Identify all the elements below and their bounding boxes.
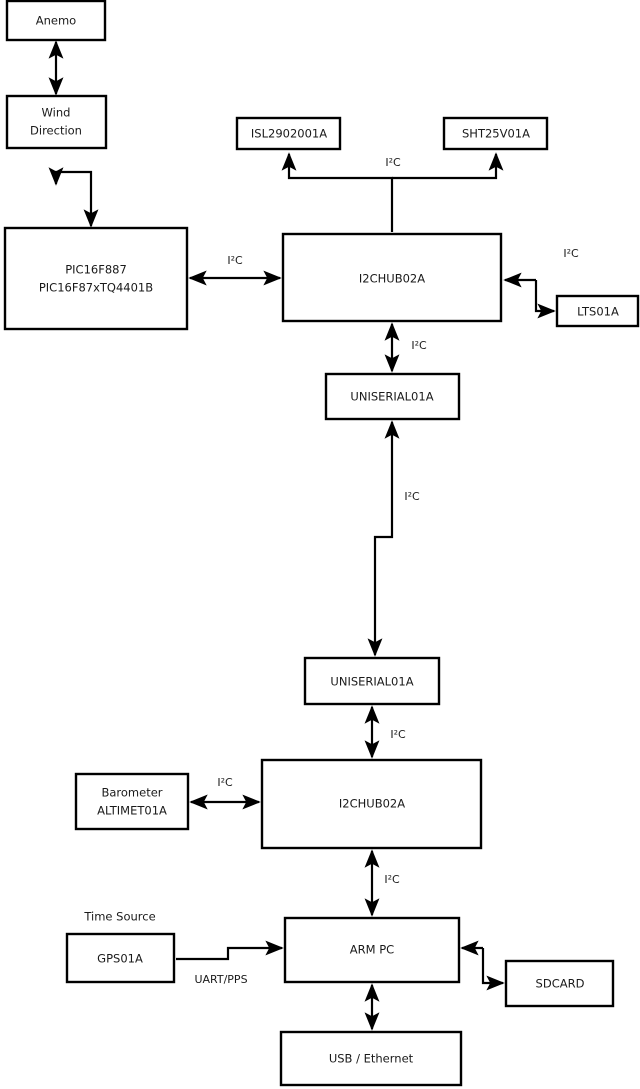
node-box[interactable] bbox=[555, 294, 640, 328]
node-box[interactable] bbox=[3, 226, 189, 331]
node-label-wind-direction-line2: Direction bbox=[30, 124, 82, 138]
edge-label-i2c-uniser-link: I²C bbox=[404, 490, 420, 503]
node-uniserial01a-top[interactable]: UNISERIAL01A bbox=[324, 372, 461, 421]
connector-uniserial-hub-bot: I²C bbox=[364, 705, 406, 759]
connector-armpc-sdcard bbox=[460, 940, 505, 991]
connector-path-isl bbox=[281, 152, 394, 232]
node-gps01a[interactable]: GPS01A bbox=[65, 932, 176, 984]
connector-pic-wind bbox=[48, 167, 99, 228]
node-label-barometer-line1: Barometer bbox=[101, 786, 162, 800]
node-label-usb-ethernet: USB / Ethernet bbox=[329, 1052, 414, 1066]
connector-gps-armpc: UART/PPS bbox=[176, 940, 284, 986]
connector-pic-hub-top: I²C bbox=[188, 254, 282, 286]
edge-label-i2c-isl-sht: I²C bbox=[385, 156, 401, 169]
edge-label-i2c-hub2-armpc: I²C bbox=[384, 873, 400, 886]
edge-label-i2c-uniser-hub2: I²C bbox=[390, 728, 406, 741]
node-box[interactable] bbox=[279, 1030, 463, 1087]
node-box[interactable] bbox=[5, 94, 108, 150]
node-usb-ethernet[interactable]: USB / Ethernet bbox=[279, 1030, 463, 1087]
node-box[interactable] bbox=[74, 772, 190, 831]
node-lts01a[interactable]: LTS01A bbox=[555, 294, 640, 328]
node-box[interactable] bbox=[260, 758, 483, 850]
node-i2chub02a-bottom[interactable]: I2CHUB02A bbox=[260, 758, 483, 850]
connector-path-out bbox=[534, 280, 556, 319]
node-label-wind-direction-line1: Wind bbox=[42, 106, 71, 120]
node-label-lts01a: LTS01A bbox=[577, 305, 619, 319]
node-isl2902001a[interactable]: ISL2902001A bbox=[235, 116, 342, 151]
node-sht25v01a[interactable]: SHT25V01A bbox=[442, 116, 549, 151]
node-label-barometer-line2: ALTIMET01A bbox=[97, 804, 167, 818]
node-box[interactable] bbox=[235, 116, 342, 151]
connector-barometer-hub-bot: I²C bbox=[189, 776, 261, 810]
node-i2chub02a-top[interactable]: I2CHUB02A bbox=[281, 232, 503, 323]
node-label-sdcard: SDCARD bbox=[536, 977, 585, 991]
node-sdcard[interactable]: SDCARD bbox=[504, 959, 615, 1008]
node-label-gps01a: GPS01A bbox=[97, 952, 143, 966]
node-pic-mcu[interactable]: PIC16F887 PIC16F87xTQ4401B bbox=[3, 226, 189, 331]
edge-label-uart-pps: UART/PPS bbox=[194, 973, 247, 986]
node-label-anemo: Anemo bbox=[36, 14, 76, 28]
node-label-arm-pc: ARM PC bbox=[350, 943, 394, 957]
node-box[interactable] bbox=[65, 932, 176, 984]
node-box[interactable] bbox=[5, 0, 107, 42]
node-box[interactable] bbox=[504, 959, 615, 1008]
node-uniserial01a-bottom[interactable]: UNISERIAL01A bbox=[303, 656, 441, 706]
connector-hub-top-sensors: I²C bbox=[281, 152, 504, 232]
edge-label-i2c-hub-lts: I²C bbox=[563, 247, 579, 260]
node-label-i2chub02a-bottom: I2CHUB02A bbox=[339, 797, 405, 811]
node-box[interactable] bbox=[442, 116, 549, 151]
connector-path bbox=[367, 420, 400, 657]
node-label-uniserial01a-bottom: UNISERIAL01A bbox=[330, 675, 413, 689]
node-label-sht25v01a: SHT25V01A bbox=[462, 127, 530, 141]
node-box[interactable] bbox=[324, 372, 461, 421]
node-box[interactable] bbox=[283, 916, 461, 984]
node-arm-pc[interactable]: ARM PC bbox=[283, 916, 461, 984]
connector-path bbox=[176, 940, 284, 961]
connector-uniserial-uniserial: I²C bbox=[367, 420, 420, 657]
node-label-i2chub02a-top: I2CHUB02A bbox=[359, 272, 425, 286]
node-anemo[interactable]: Anemo bbox=[5, 0, 107, 42]
node-wind-direction[interactable]: Wind Direction bbox=[5, 94, 108, 150]
node-label-isl2902001a: ISL2902001A bbox=[251, 127, 327, 141]
edge-label-i2c-pic-hub: I²C bbox=[227, 254, 243, 267]
connector-path-sht bbox=[392, 152, 504, 180]
edge-label-i2c-hub-uniser: I²C bbox=[411, 339, 427, 352]
label-time-source: Time Source bbox=[83, 910, 155, 924]
edge-label-i2c-baro-hub2: I²C bbox=[217, 776, 233, 789]
connector-path bbox=[48, 167, 99, 228]
connector-hub-top-uniserial: I²C bbox=[384, 322, 427, 373]
connector-hub-top-lts: I²C bbox=[503, 247, 579, 319]
node-label-pic-line1: PIC16F887 bbox=[65, 263, 127, 277]
node-label-uniserial01a-top: UNISERIAL01A bbox=[350, 390, 433, 404]
node-box[interactable] bbox=[281, 232, 503, 323]
node-label-pic-line2: PIC16F87xTQ4401B bbox=[39, 281, 153, 295]
node-box[interactable] bbox=[303, 656, 441, 706]
connector-hub-bot-armpc: I²C bbox=[364, 849, 400, 917]
connector-path-out bbox=[481, 948, 505, 991]
node-barometer[interactable]: Barometer ALTIMET01A bbox=[74, 772, 190, 831]
